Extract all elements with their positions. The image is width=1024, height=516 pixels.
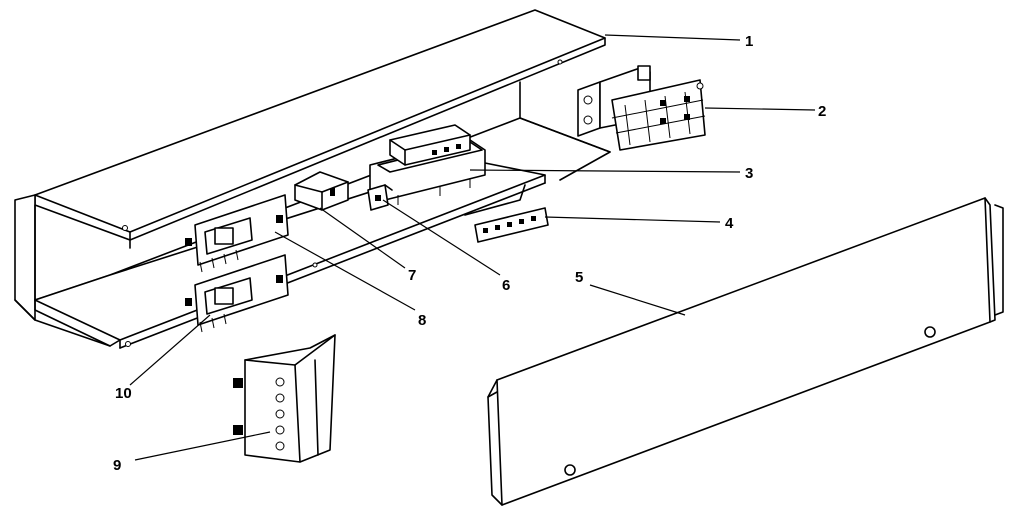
leader-lines [129, 34, 816, 461]
callout-2: 2 [818, 103, 826, 120]
component-part-7 [294, 171, 349, 211]
callout-7: 7 [408, 267, 416, 284]
callout-3: 3 [745, 165, 753, 182]
callout-6: 6 [502, 277, 510, 294]
callout-9: 9 [113, 457, 121, 474]
callout-1: 1 [745, 33, 753, 50]
junction-box-part-9 [233, 334, 336, 463]
callout-5: 5 [575, 269, 583, 286]
callout-4: 4 [725, 215, 734, 232]
callout-10: 10 [115, 385, 132, 402]
front-cover-part-5 [487, 197, 1004, 506]
control-board-part-10 [185, 254, 289, 333]
relay-part-2 [577, 65, 706, 151]
terminal-strip-part-4 [464, 184, 549, 243]
control-board-part-8 [185, 194, 289, 273]
callout-8: 8 [418, 312, 426, 329]
bracket-part-6 [367, 184, 393, 211]
callout-labels: 1 2 3 4 5 6 7 8 9 10 [113, 33, 826, 474]
